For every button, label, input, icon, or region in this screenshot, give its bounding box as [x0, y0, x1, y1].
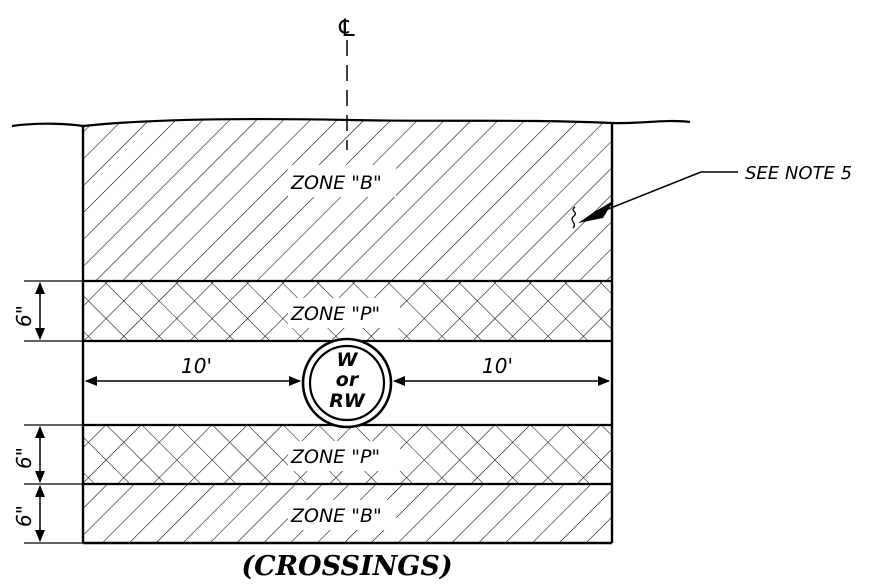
centerline-symbol: ℄	[336, 14, 358, 42]
note-reference: SEE NOTE 5	[745, 163, 852, 184]
dim-right-10ft-label: 10'	[482, 354, 513, 378]
zone-p-lower-label: ZONE "P"	[290, 446, 380, 468]
zone-b-bottom-label-mask	[288, 500, 396, 530]
zone-p-upper-label: ZONE "P"	[290, 303, 380, 325]
pipe-label-line1: W	[337, 349, 359, 371]
dim-upper-p-label: 6"	[12, 305, 36, 327]
pipe-label-line2: or	[336, 369, 360, 391]
dim-left-10ft-label: 10'	[181, 354, 212, 378]
zone-b-top-label: ZONE "B"	[290, 172, 382, 194]
pipe-label-line3: RW	[329, 390, 366, 412]
dim-bottom-b-label: 6"	[12, 505, 36, 527]
pipe-inner	[308, 344, 386, 422]
note-leader-arrow-fill	[578, 200, 614, 223]
note-squiggle	[571, 206, 577, 229]
dim-lower-p-label: 6"	[12, 447, 36, 469]
diagram-title: (CROSSINGS)	[241, 551, 452, 582]
pipe-outer	[301, 337, 393, 429]
zone-b-top-label-mask	[288, 165, 396, 197]
zone-p-upper-label-mask	[288, 298, 400, 328]
zone-b-bottom-label: ZONE "B"	[290, 505, 382, 527]
zone-p-lower-label-mask	[288, 441, 400, 471]
